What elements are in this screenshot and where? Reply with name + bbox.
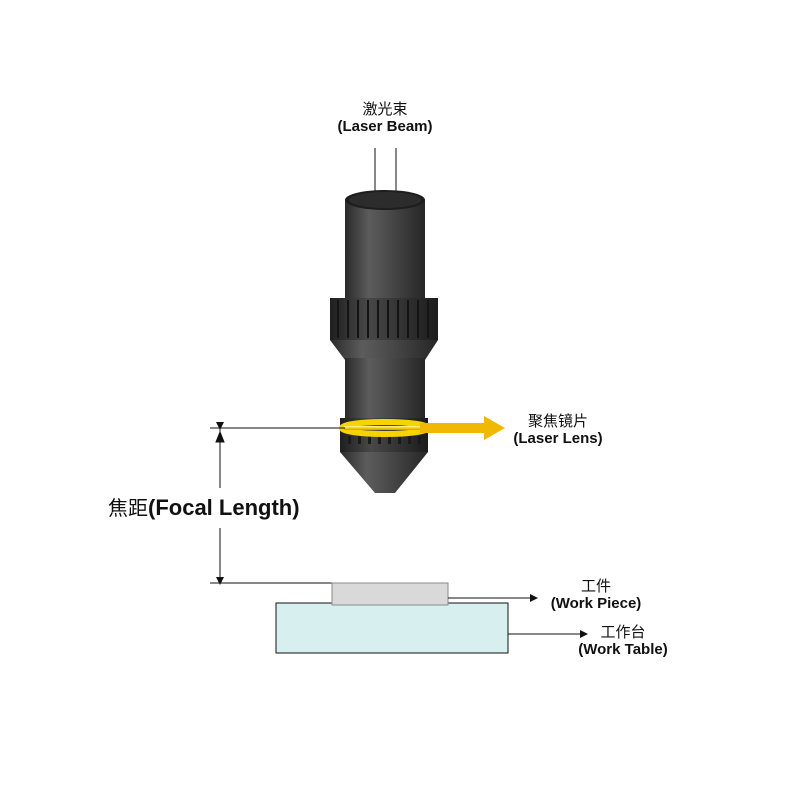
focal-length-label-en: (Focal Length) — [148, 495, 300, 520]
work-piece-label-en: (Work Piece) — [550, 595, 642, 613]
laser-nozzle — [330, 190, 438, 493]
work-pointers — [448, 594, 588, 638]
focal-length-label-cn: 焦距 — [108, 496, 148, 520]
work-piece-label: 工件 (Work Piece) — [536, 577, 656, 613]
laser-beam-label-cn: 激光束 — [362, 100, 408, 118]
work-table — [275, 602, 509, 654]
focal-length-dimension — [210, 422, 345, 585]
work-table-label-en: (Work Table) — [578, 641, 668, 659]
laser-lens-label: 聚焦镜片 (Laser Lens) — [498, 412, 618, 448]
laser-beam-label: 激光束 (Laser Beam) — [325, 100, 445, 136]
focusing-lens-highlight — [339, 419, 431, 437]
laser-lens-label-en: (Laser Lens) — [513, 430, 603, 448]
work-piece-label-cn: 工件 — [580, 577, 611, 595]
work-table-label-cn: 工作台 — [600, 623, 646, 641]
focal-length-label: 焦距(Focal Length) — [108, 492, 300, 521]
lens-pointer-arrow — [420, 416, 505, 440]
laser-lens-label-cn: 聚焦镜片 — [527, 412, 588, 430]
work-table-label: 工作台 (Work Table) — [562, 623, 684, 659]
laser-beam-label-en: (Laser Beam) — [337, 118, 433, 136]
work-piece — [331, 582, 449, 606]
